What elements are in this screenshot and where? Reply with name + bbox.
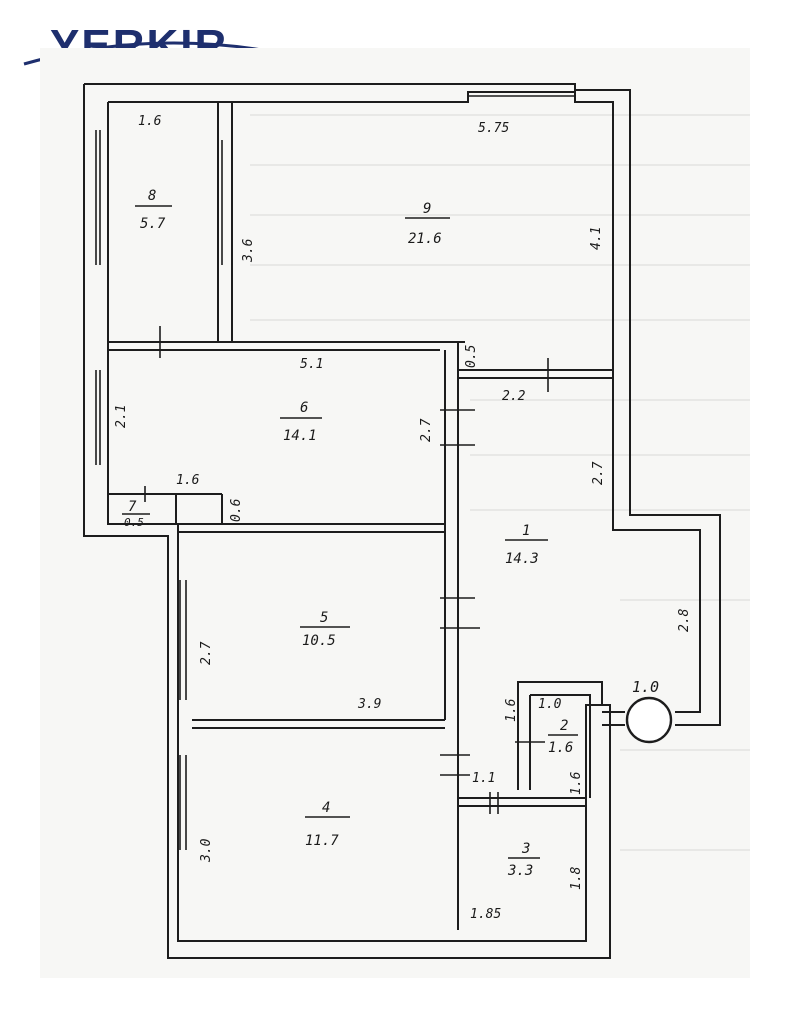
room-4-label: 4 11.7 bbox=[305, 800, 350, 849]
dim-0-6: 0.6 bbox=[229, 498, 244, 522]
svg-text:14.1: 14.1 bbox=[283, 428, 317, 444]
svg-text:14.3: 14.3 bbox=[505, 551, 539, 567]
windows bbox=[95, 95, 575, 850]
dim-3-0: 3.0 bbox=[199, 838, 214, 863]
room-2-label: 2 1.6 bbox=[548, 718, 578, 756]
dim-1-6-v: 1.6 bbox=[504, 698, 519, 722]
svg-text:10.5: 10.5 bbox=[302, 633, 336, 649]
room-1-label: 1 14.3 bbox=[505, 523, 548, 567]
svg-text:1: 1 bbox=[522, 523, 530, 539]
svg-text:0.5: 0.5 bbox=[124, 516, 144, 529]
room-9-label: 9 21.6 bbox=[405, 201, 450, 247]
room-3-label: 3 3.3 bbox=[507, 841, 540, 879]
outer-walls bbox=[83, 83, 721, 959]
dim-1-6-top: 1.6 bbox=[138, 114, 162, 129]
faint-background-lines bbox=[250, 114, 750, 851]
room-6-label: 6 14.1 bbox=[280, 400, 322, 444]
dim-2-7-right: 2.7 bbox=[591, 461, 606, 485]
door-marks bbox=[144, 326, 549, 814]
dim-0-5: 0.5 bbox=[464, 344, 479, 368]
room-5-label: 5 10.5 bbox=[300, 610, 350, 649]
dim-1-8: 1.8 bbox=[569, 866, 584, 890]
room-7-label: 7 0.5 bbox=[122, 499, 150, 529]
dim-3-6: 3.6 bbox=[241, 238, 256, 263]
dimension-labels: 1.6 5.75 3.6 4.1 0.5 5.1 2.2 2.1 2.7 2.7… bbox=[114, 114, 692, 922]
dim-3-9: 3.9 bbox=[357, 697, 381, 712]
dim-2-7-mid: 2.7 bbox=[419, 418, 434, 442]
dim-1-6-small: 1.6 bbox=[176, 473, 200, 488]
svg-text:11.7: 11.7 bbox=[305, 833, 339, 849]
dim-1-0-a: 1.0 bbox=[538, 697, 562, 712]
svg-text:5.7: 5.7 bbox=[140, 216, 166, 232]
dim-1-1: 1.1 bbox=[472, 771, 495, 786]
paper-background bbox=[40, 48, 750, 978]
dim-2-8: 2.8 bbox=[677, 608, 692, 632]
svg-text:9: 9 bbox=[423, 201, 431, 217]
svg-text:1.6: 1.6 bbox=[548, 740, 573, 756]
svg-text:6: 6 bbox=[300, 400, 308, 416]
svg-text:3: 3 bbox=[521, 841, 530, 857]
svg-text:8: 8 bbox=[148, 188, 156, 204]
dim-2-1: 2.1 bbox=[114, 405, 129, 428]
dim-4-1: 4.1 bbox=[589, 227, 604, 250]
dim-2-2: 2.2 bbox=[502, 389, 526, 404]
dim-1-85: 1.85 bbox=[470, 907, 501, 922]
svg-text:3.3: 3.3 bbox=[507, 863, 533, 879]
interior-walls bbox=[108, 102, 613, 930]
svg-text:5: 5 bbox=[320, 610, 328, 626]
dim-1-6-v2: 1.6 bbox=[569, 771, 584, 795]
dim-2-7-left: 2.7 bbox=[199, 641, 214, 665]
svg-text:2: 2 bbox=[560, 718, 568, 734]
room-labels: 1 14.3 2 1.6 3 3.3 4 11.7 5 10.5 6 14.1 bbox=[122, 188, 578, 879]
dim-5-1: 5.1 bbox=[300, 357, 323, 372]
utility-circle bbox=[625, 696, 673, 744]
svg-text:4: 4 bbox=[322, 800, 330, 816]
svg-text:7: 7 bbox=[128, 499, 137, 515]
svg-text:21.6: 21.6 bbox=[408, 231, 442, 247]
dim-1-0-b: 1.0 bbox=[632, 678, 659, 696]
dim-5-75: 5.75 bbox=[478, 121, 509, 136]
room-8-label: 8 5.7 bbox=[135, 188, 172, 232]
